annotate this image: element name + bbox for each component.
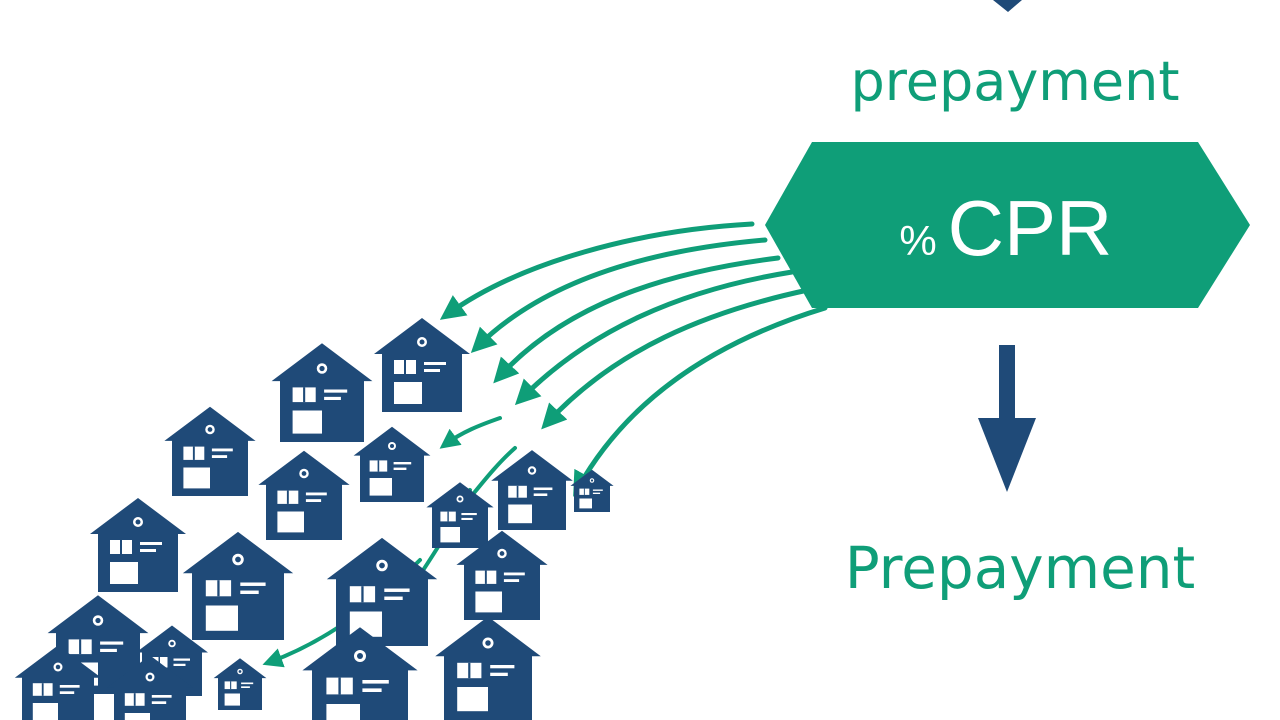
house-icon <box>271 343 373 442</box>
curved-arrow-icon <box>541 287 811 430</box>
house-icon <box>456 530 548 620</box>
cpr-percent: % <box>899 217 936 264</box>
house-icon <box>435 616 541 720</box>
curved-arrow-icon <box>493 255 781 384</box>
house-icon <box>106 655 194 720</box>
curved-arrow-icon <box>573 305 828 497</box>
house-icon <box>491 450 573 530</box>
curved-arrow-icon <box>470 237 768 354</box>
house-icon <box>258 450 350 540</box>
house-icon <box>213 658 267 710</box>
house-icon <box>426 482 494 548</box>
house-icon <box>90 498 186 592</box>
curved-arrow-icon <box>439 416 502 449</box>
house-icon <box>302 627 418 720</box>
cpr-label: CPR <box>948 184 1113 272</box>
house-icon <box>14 645 102 720</box>
house-icon <box>374 318 470 412</box>
house-cluster <box>14 318 614 720</box>
house-icon <box>326 537 438 646</box>
curved-arrow-icon <box>514 269 795 406</box>
down-arrow-icon <box>978 345 1036 492</box>
top-down-arrow-icon <box>993 0 1022 12</box>
house-icon <box>353 426 431 502</box>
top-label: prepayment <box>850 50 1179 113</box>
house-icon <box>570 469 614 512</box>
curved-arrow-icon <box>439 221 755 320</box>
house-icon <box>182 531 294 640</box>
bottom-label: Prepayment <box>845 534 1196 602</box>
house-icon <box>164 406 256 496</box>
cpr-box <box>765 142 1250 308</box>
